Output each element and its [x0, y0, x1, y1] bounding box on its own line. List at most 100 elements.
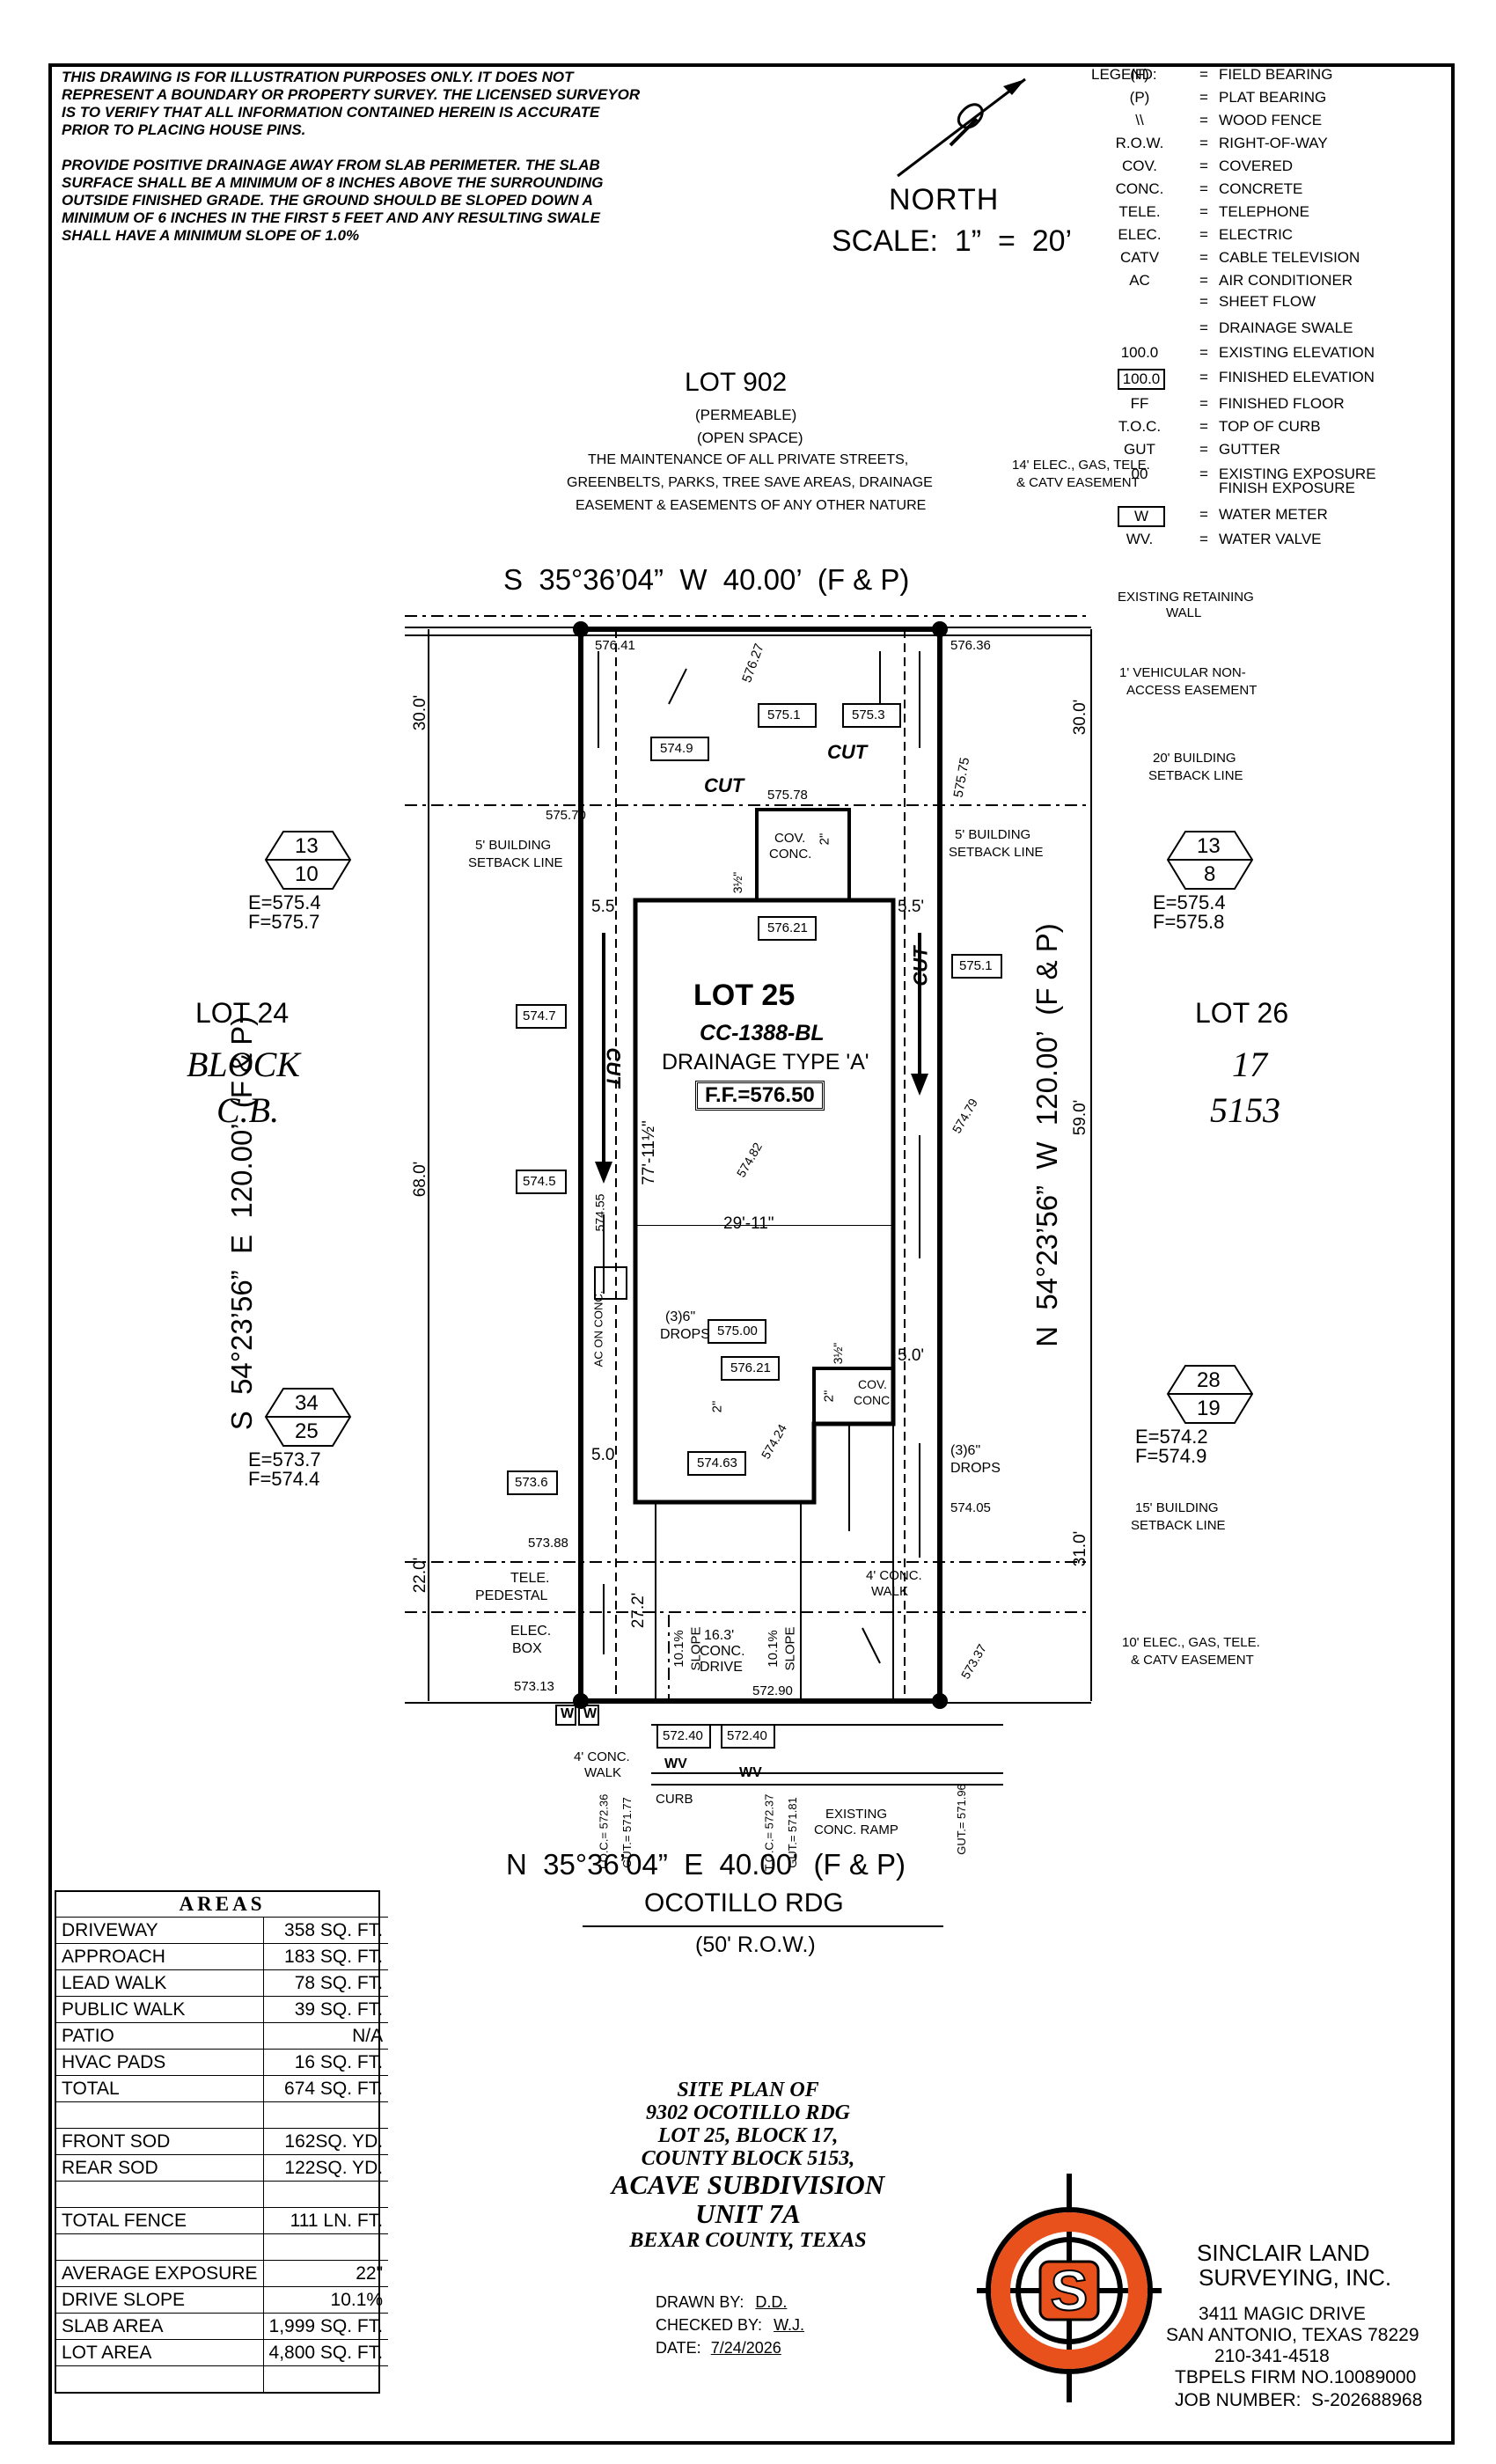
legend-equals: = — [1199, 89, 1208, 106]
lot-boundary — [578, 627, 942, 1704]
setback-15-2: SETBACK LINE — [1131, 1518, 1226, 1533]
legend-value: RIGHT-OF-WAY — [1219, 135, 1328, 151]
gut-b: GUT.= 571.81 — [785, 1797, 799, 1868]
dim-68: 68.0' — [411, 1161, 429, 1198]
legend-value: ELECTRIC — [1219, 226, 1294, 243]
legend-key: COV. — [1121, 158, 1157, 174]
setback-15-1: 15' BUILDING — [1135, 1500, 1219, 1515]
title-line-5: ACAVE SUBDIVISION — [611, 2169, 885, 2200]
legend-value: WOOD FENCE — [1219, 112, 1323, 128]
walk-4-left-1: 4' CONC. — [574, 1749, 630, 1764]
areas-row — [56, 2233, 389, 2261]
dim-31: 31.0' — [1071, 1530, 1089, 1567]
dim-3-4-a: 3½" — [730, 871, 745, 894]
title-line-6: UNIT 7A — [695, 2198, 801, 2229]
legend-value: WATER METER — [1219, 506, 1328, 523]
legend-key: AC — [1129, 272, 1150, 289]
maintenance-line-3: EASEMENT & EASEMENTS OF ANY OTHER NATURE — [576, 498, 927, 513]
checked-by-label: CHECKED BY: — [656, 2316, 763, 2334]
date-value: 7/24/2026 — [710, 2339, 781, 2357]
plan-code: CC-1388-BL — [700, 1021, 825, 1045]
legend-value: FIELD BEARING — [1219, 66, 1333, 83]
hex-lb-bottom: 25 — [295, 1419, 319, 1443]
hex-lt-e: E=575.4 — [248, 891, 321, 913]
vehicular-easement-1: 1' VEHICULAR NON- — [1119, 665, 1246, 680]
areas-value: 122SQ. YD. — [262, 2154, 389, 2182]
house-depth-dim: 77'-11½" — [640, 1120, 658, 1185]
areas-label: REAR SOD — [56, 2154, 264, 2182]
spot-575-00: 575.00 — [717, 1324, 758, 1338]
maintenance-line-1: THE MAINTENANCE OF ALL PRIVATE STREETS, — [588, 452, 909, 467]
setback-5-left-2: SETBACK LINE — [468, 855, 563, 870]
legend-key: (F) — [1130, 66, 1149, 83]
dim-3-4-b: 3½" — [831, 1342, 846, 1365]
areas-label: TOTAL — [56, 2075, 264, 2102]
spot-576-21: 576.21 — [767, 920, 808, 935]
legend-key: CATV — [1119, 249, 1160, 266]
legend: LEGEND: (F)=FIELD BEARING(P)=PLAT BEARIN… — [1091, 66, 1443, 594]
cut-label-2: CUT — [704, 774, 744, 796]
cut-label-3: CUT — [602, 1047, 625, 1088]
house-width-dim: 29'-11" — [723, 1214, 774, 1233]
dim-2-b: 2" — [821, 1390, 837, 1403]
cov-conc-top-2: CONC. — [769, 847, 812, 862]
retaining-wall-1: EXISTING RETAINING — [1118, 590, 1254, 605]
dim-2-a: 2" — [817, 832, 832, 846]
sheet-border — [48, 63, 1455, 2445]
legend-key: CONC. — [1115, 180, 1164, 197]
legend-key: WV. — [1126, 531, 1154, 547]
areas-label — [56, 2101, 264, 2129]
areas-label — [56, 2233, 264, 2261]
house-width-line — [635, 1225, 893, 1226]
legend-value: WATER VALVE — [1219, 531, 1322, 547]
dim-30-left: 30.0' — [411, 694, 429, 731]
legend-key: FF — [1130, 395, 1149, 412]
spot-574-55: 574.55 — [592, 1193, 607, 1232]
areas-value — [262, 2101, 389, 2129]
areas-label — [56, 2365, 264, 2392]
legend-equals: = — [1199, 441, 1208, 458]
hex-lt-top: 13 — [295, 834, 319, 858]
vehicular-easement-2: ACCESS EASEMENT — [1126, 683, 1258, 698]
company-address-1: 3411 MAGIC DRIVE — [1199, 2304, 1366, 2324]
legend-key: 100.0 — [1118, 369, 1165, 390]
block-label: BLOCK — [187, 1045, 300, 1084]
toc-a: T.O.C.= 572.36 — [597, 1793, 611, 1872]
areas-value: 111 LN. FT. — [262, 2207, 389, 2234]
areas-label: LOT AREA — [56, 2339, 264, 2366]
areas-value: 22" — [262, 2260, 389, 2287]
legend-key: 00 — [1131, 466, 1148, 482]
legend-value: TOP OF CURB — [1219, 418, 1321, 435]
areas-value — [262, 2233, 389, 2261]
north-arrow-icon — [897, 77, 1026, 178]
legend-key: 100.0 — [1120, 344, 1159, 361]
legend-key: (P) — [1129, 89, 1150, 106]
bearing-top: S 35°36’04” W 40.00’ (F & P) — [503, 563, 910, 596]
slope-left-1: 10.1% — [671, 1630, 686, 1668]
hex-lt-bottom: 10 — [295, 862, 319, 886]
spot-573-88: 573.88 — [528, 1536, 568, 1551]
checked-by-value: W.J. — [774, 2316, 805, 2334]
legend-value: CONCRETE — [1219, 180, 1303, 197]
legend-equals: = — [1199, 158, 1208, 174]
title-line-2: 9302 OCOTILLO RDG — [646, 2101, 850, 2124]
dim-59: 59.0' — [1071, 1099, 1089, 1136]
company-address-2: SAN ANTONIO, TEXAS 78229 — [1166, 2325, 1419, 2345]
cov-conc-top-1: COV. — [774, 831, 806, 846]
spot-575-78: 575.78 — [767, 788, 808, 803]
legend-value: GUTTER — [1219, 441, 1280, 458]
hex-rb-bottom: 19 — [1197, 1397, 1221, 1420]
company-logo-icon: S — [977, 2174, 1162, 2402]
checked-by: CHECKED BY: W.J. — [656, 2316, 804, 2335]
spot-574-9: 574.9 — [660, 741, 693, 756]
cov-conc-bottom-2: CONC. — [854, 1393, 894, 1407]
water-valve-2: WV — [739, 1765, 762, 1780]
spot-575-70: 575.70 — [546, 808, 586, 823]
spot-576-21b: 576.21 — [730, 1360, 771, 1375]
